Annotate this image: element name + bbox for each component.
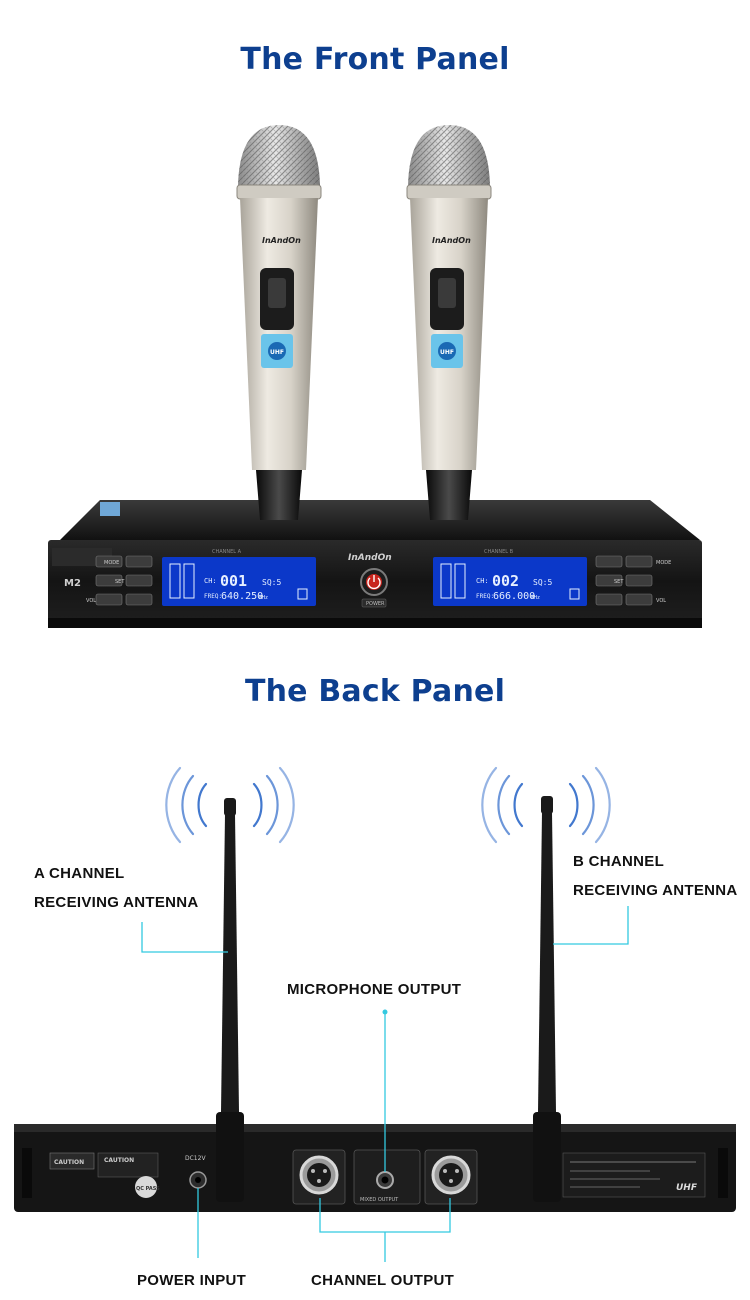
left-button-group: MODE SET VOL — [86, 555, 153, 606]
brand-logo-text: InAndOn — [348, 553, 392, 563]
mic-left-brand: InAndOn — [262, 236, 301, 245]
receiver-sticker — [100, 502, 120, 516]
svg-text:MHz: MHz — [531, 595, 540, 601]
antenna-b-signal-icon — [481, 766, 611, 844]
label-power-input: POWER INPUT — [137, 1272, 247, 1289]
receiver-top — [60, 500, 700, 540]
dc-rating-label: DC12V — [185, 1155, 206, 1162]
lcd-b-caption: CHANNEL B — [484, 549, 514, 555]
mic-right-band: UHF — [440, 349, 454, 356]
left-button-set: SET — [115, 579, 125, 585]
antenna-a-signal-icon — [165, 766, 295, 844]
mic-right-brand: InAndOn — [432, 236, 471, 245]
back-uhf-label: UHF — [676, 1183, 698, 1193]
left-button-vol: VOL — [86, 598, 96, 604]
right-button-set: SET — [614, 579, 624, 585]
svg-text:FREQ:: FREQ: — [204, 593, 222, 600]
model-label: M2 — [64, 578, 81, 589]
label-b-channel-antenna: B CHANNEL RECEIVING ANTENNA — [573, 853, 738, 899]
front-panel-illustration: M2 MODE SET VOL CHANNEL A CH: 001 SQ:5 F… — [48, 125, 702, 628]
lcd-a-frequency: 640.250 — [221, 591, 263, 602]
right-button-mode: MODE — [656, 560, 671, 566]
front-panel-title: The Front Panel — [240, 42, 510, 77]
svg-text:CH:: CH: — [476, 577, 489, 585]
lcd-b-frequency: 666.000 — [493, 591, 535, 602]
leader-antenna-b — [553, 906, 629, 945]
qc-pass-badge — [135, 1176, 157, 1198]
mic-left-band: UHF — [270, 349, 284, 356]
back-panel-illustration: CAUTION CAUTION QC PASS DC12V MIXED OUTP… — [14, 766, 736, 1262]
svg-text:CAUTION: CAUTION — [104, 1157, 134, 1164]
right-button-group: MODE SET VOL — [595, 555, 671, 606]
back-panel-title: The Back Panel — [244, 674, 506, 709]
leader-antenna-a — [141, 922, 228, 953]
leader-lines — [141, 906, 629, 1262]
mixed-output-label: MIXED OUTPUT — [360, 1197, 399, 1203]
lcd-a-channel: 001 — [220, 572, 247, 590]
antenna-a — [216, 798, 244, 1202]
lcd-channel-b — [433, 557, 587, 606]
microphone-right: InAndOn UHF — [406, 125, 492, 520]
label-microphone-output: MICROPHONE OUTPUT — [287, 981, 462, 998]
svg-text:SQ:5: SQ:5 — [533, 578, 552, 587]
svg-text:SQ:5: SQ:5 — [262, 578, 281, 587]
antenna-b — [533, 796, 561, 1202]
svg-text:CH:: CH: — [204, 577, 217, 585]
label-a-channel-antenna: A CHANNEL RECEIVING ANTENNA — [34, 865, 199, 911]
lcd-channel-a — [162, 557, 316, 606]
power-label: POWER — [366, 601, 385, 607]
svg-text:FREQ:: FREQ: — [476, 593, 494, 600]
label-channel-output: CHANNEL OUTPUT — [311, 1272, 455, 1289]
svg-text:QC PASS: QC PASS — [136, 1186, 160, 1192]
microphone-left: InAndOn UHF — [236, 125, 322, 520]
caution-label: CAUTION — [54, 1159, 84, 1166]
lcd-b-channel: 002 — [492, 572, 519, 590]
lcd-a-caption: CHANNEL A — [212, 549, 242, 555]
left-button-mode: MODE — [104, 560, 119, 566]
svg-text:MHz: MHz — [259, 595, 268, 601]
right-button-vol: VOL — [656, 598, 666, 604]
